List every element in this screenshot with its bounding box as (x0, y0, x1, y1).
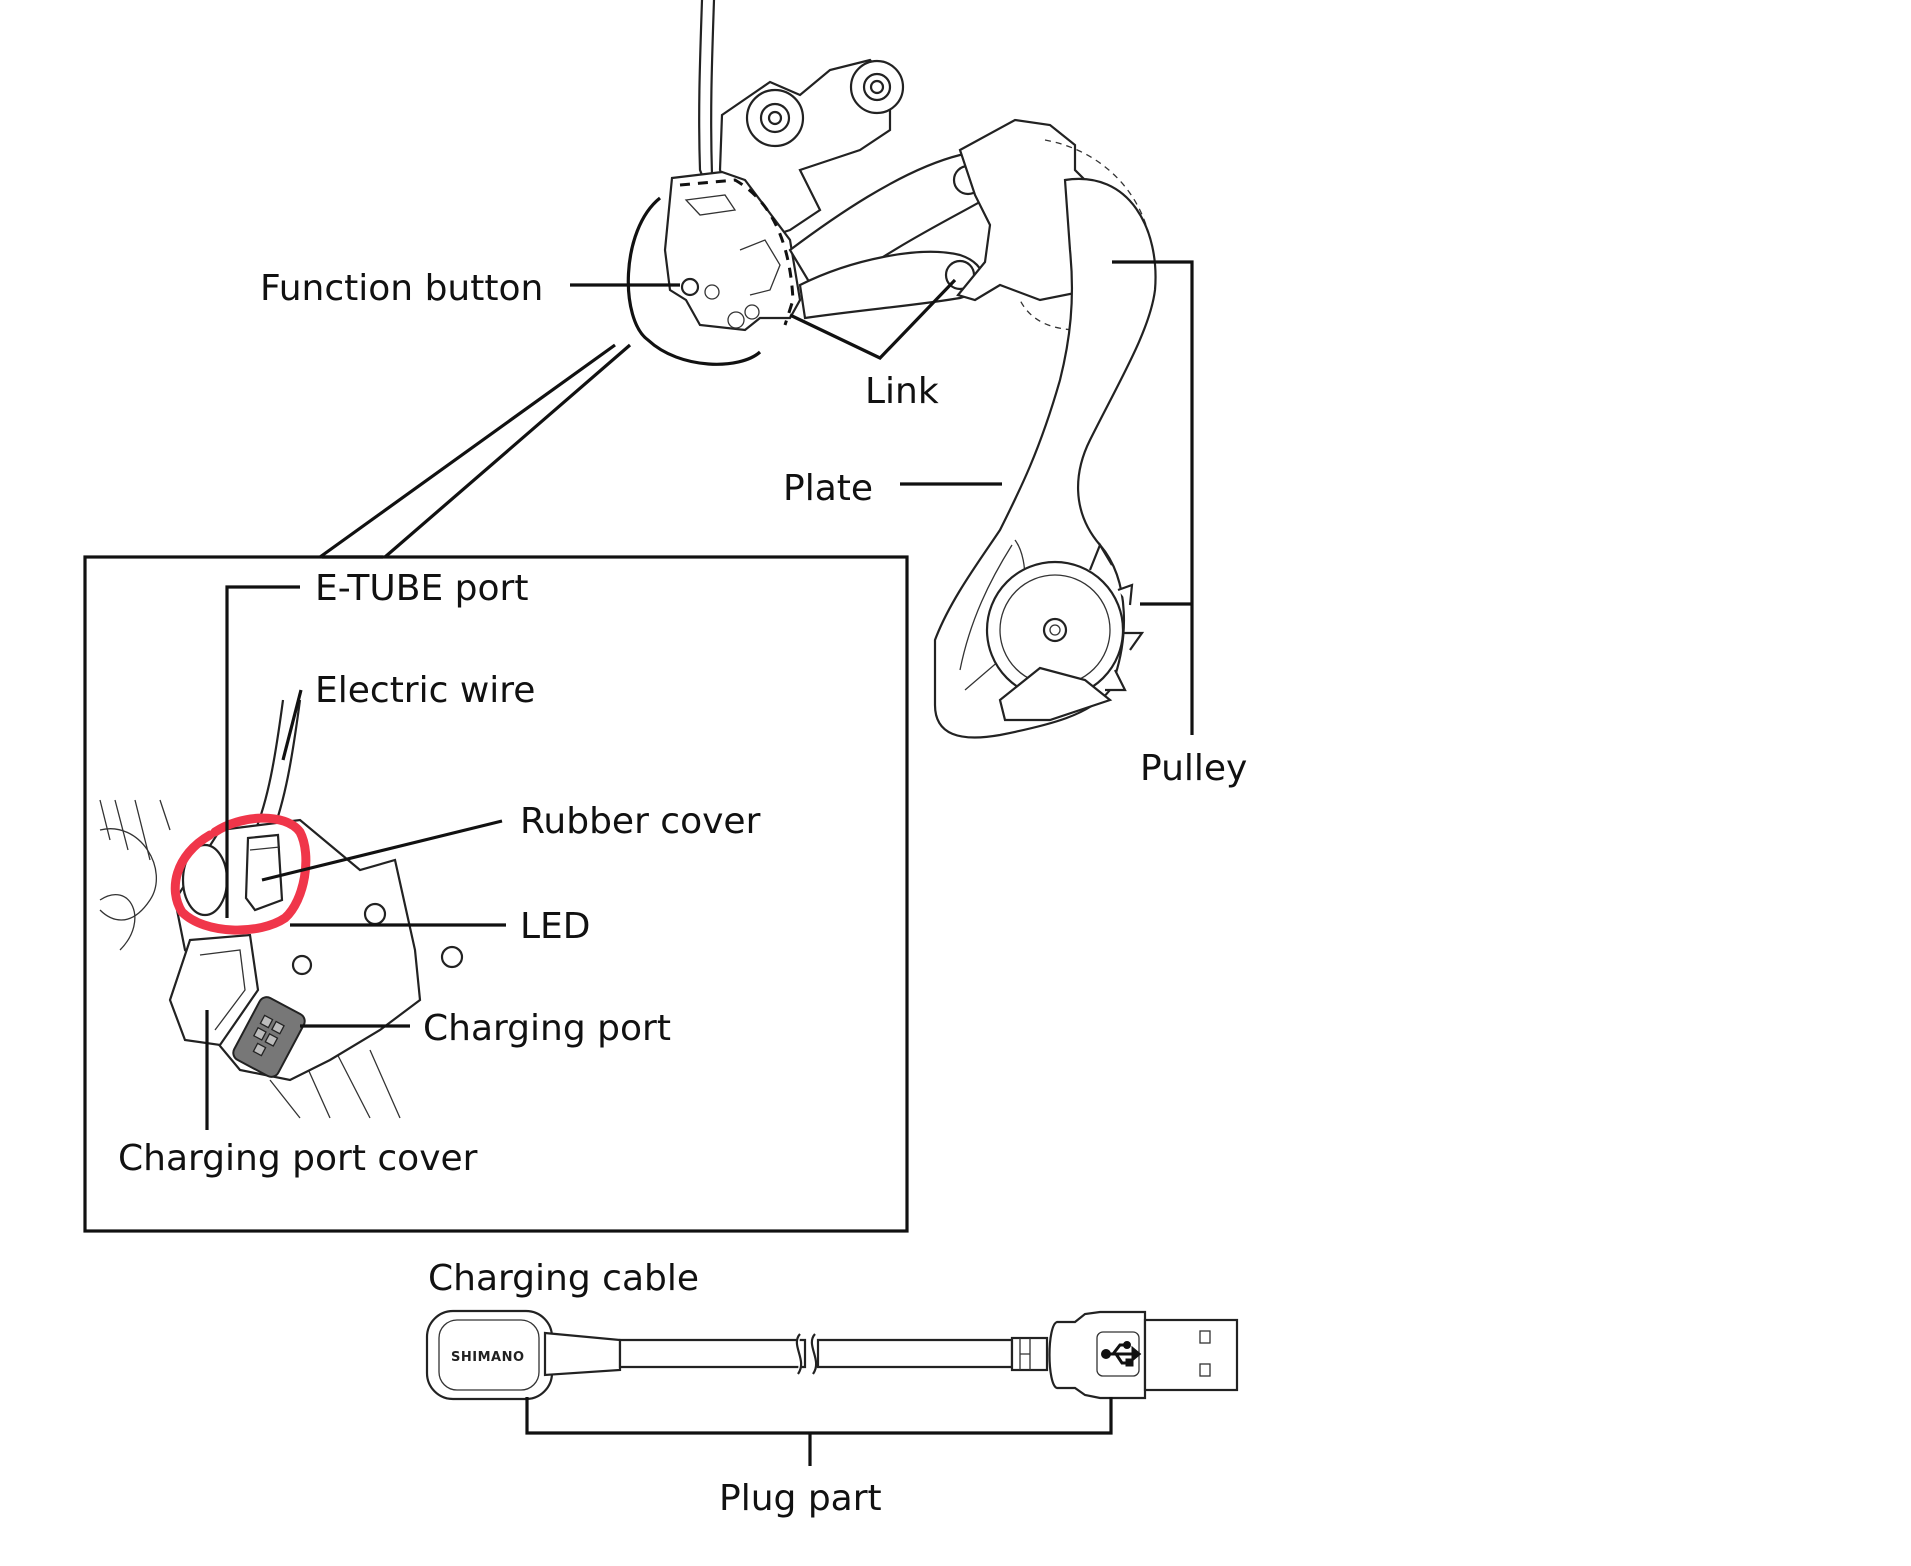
cable-body-left (618, 1338, 807, 1369)
label-charging-port: Charging port (423, 1008, 671, 1049)
label-charging-cable: Charging cable (428, 1258, 699, 1299)
rear-derailleur-illustration (626, 0, 1157, 739)
leader-etube-port (225, 585, 300, 918)
inset-box (83, 555, 909, 1233)
leader-plug-part (525, 1397, 1113, 1435)
lower-pulley-axle (1042, 617, 1068, 643)
magnifier-circle (626, 196, 762, 366)
pulley-teeth (1088, 542, 1145, 692)
leader-rubber-cover (261, 819, 503, 882)
red-annotation-circle (170, 813, 311, 935)
top-bolt-center (869, 79, 885, 95)
inset-connector-left (319, 343, 616, 559)
motor-dashed-outline (679, 178, 795, 326)
usb-connector (1143, 1318, 1239, 1392)
charging-port-cover-shape (168, 933, 260, 1047)
label-led: LED (520, 906, 591, 947)
label-charging-port-cover: Charging port cover (118, 1138, 478, 1179)
usb-icon (1101, 1341, 1142, 1367)
label-plug-part: Plug part (719, 1478, 882, 1519)
cable-body-right (816, 1338, 1014, 1369)
charging-cable-illustration: SHIMANO (425, 1309, 1239, 1401)
function-button-dot (680, 277, 700, 297)
shift-cable (698, 0, 716, 188)
upper-bolt-center (767, 110, 783, 126)
label-plate: Plate (783, 468, 873, 509)
leader-link (789, 278, 957, 360)
label-etube-port: E-TUBE port (315, 568, 528, 609)
cable-break (795, 1333, 818, 1375)
label-pulley: Pulley (1140, 748, 1247, 789)
rubber-cover-plug (244, 833, 284, 912)
shimano-brand-text: SHIMANO (451, 1350, 525, 1365)
label-function-button: Function button (260, 268, 543, 309)
leader-electric-wire (281, 689, 303, 761)
label-rubber-cover: Rubber cover (520, 801, 761, 842)
leader-pulley (1112, 260, 1194, 735)
inset-illustration (99, 699, 464, 1119)
label-electric-wire: Electric wire (315, 670, 535, 711)
inset-connector-right (383, 343, 632, 559)
plug-strain-relief (543, 1331, 622, 1377)
label-link: Link (865, 371, 939, 412)
